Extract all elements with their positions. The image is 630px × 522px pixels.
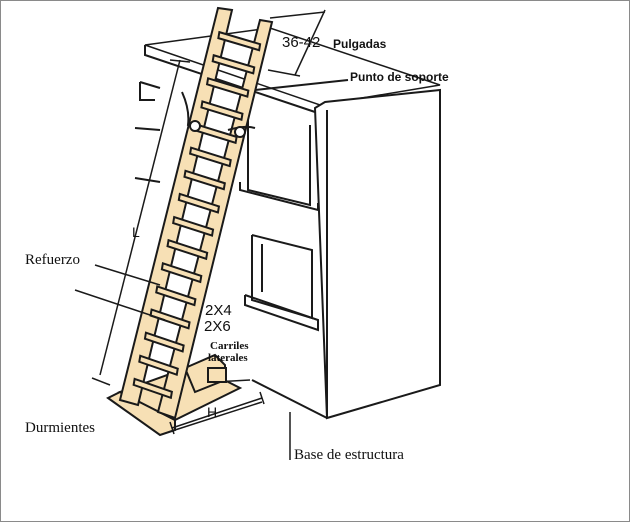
- ladder-rung: [172, 215, 215, 237]
- support-point-label: Punto de soporte: [350, 70, 449, 84]
- ladder-rung: [205, 77, 250, 98]
- length-label: L: [132, 224, 140, 240]
- windows: [134, 81, 319, 332]
- ladder-rung: [211, 53, 256, 75]
- structure-base-label: Base de estructura: [294, 447, 404, 463]
- ladder-rung: [217, 30, 262, 52]
- height-dimension: [169, 391, 265, 435]
- width-unit-label: Pulgadas: [333, 37, 387, 51]
- width-dimension: [267, 9, 326, 77]
- sleepers-label: Durmientes: [25, 420, 95, 436]
- ladder-rung: [200, 100, 244, 121]
- ladder-rung: [149, 308, 191, 330]
- width-range-label: 36-42: [282, 34, 321, 51]
- ladder-rung: [188, 146, 232, 168]
- height-label: H: [207, 404, 218, 420]
- lumber-2x4-label: 2X4: [205, 302, 232, 319]
- side-rails-label-2: laterales: [208, 352, 248, 364]
- side-rails-label-1: Carriles: [210, 340, 249, 352]
- brace-label: Refuerzo: [25, 252, 80, 268]
- ladder-rung: [160, 261, 203, 284]
- ladder-rung: [143, 331, 185, 353]
- brace-pointer: [74, 264, 166, 321]
- ladder-rung: [132, 377, 174, 400]
- ladder-rung: [177, 192, 221, 214]
- support-brackets: [181, 79, 349, 138]
- ladder-rung: [183, 169, 226, 191]
- lumber-2x6-label: 2X6: [204, 318, 231, 335]
- length-dimension: [91, 59, 191, 386]
- ladder-rung: [155, 285, 197, 307]
- ladder-rung: [138, 354, 179, 376]
- ladder-rung: [166, 238, 209, 261]
